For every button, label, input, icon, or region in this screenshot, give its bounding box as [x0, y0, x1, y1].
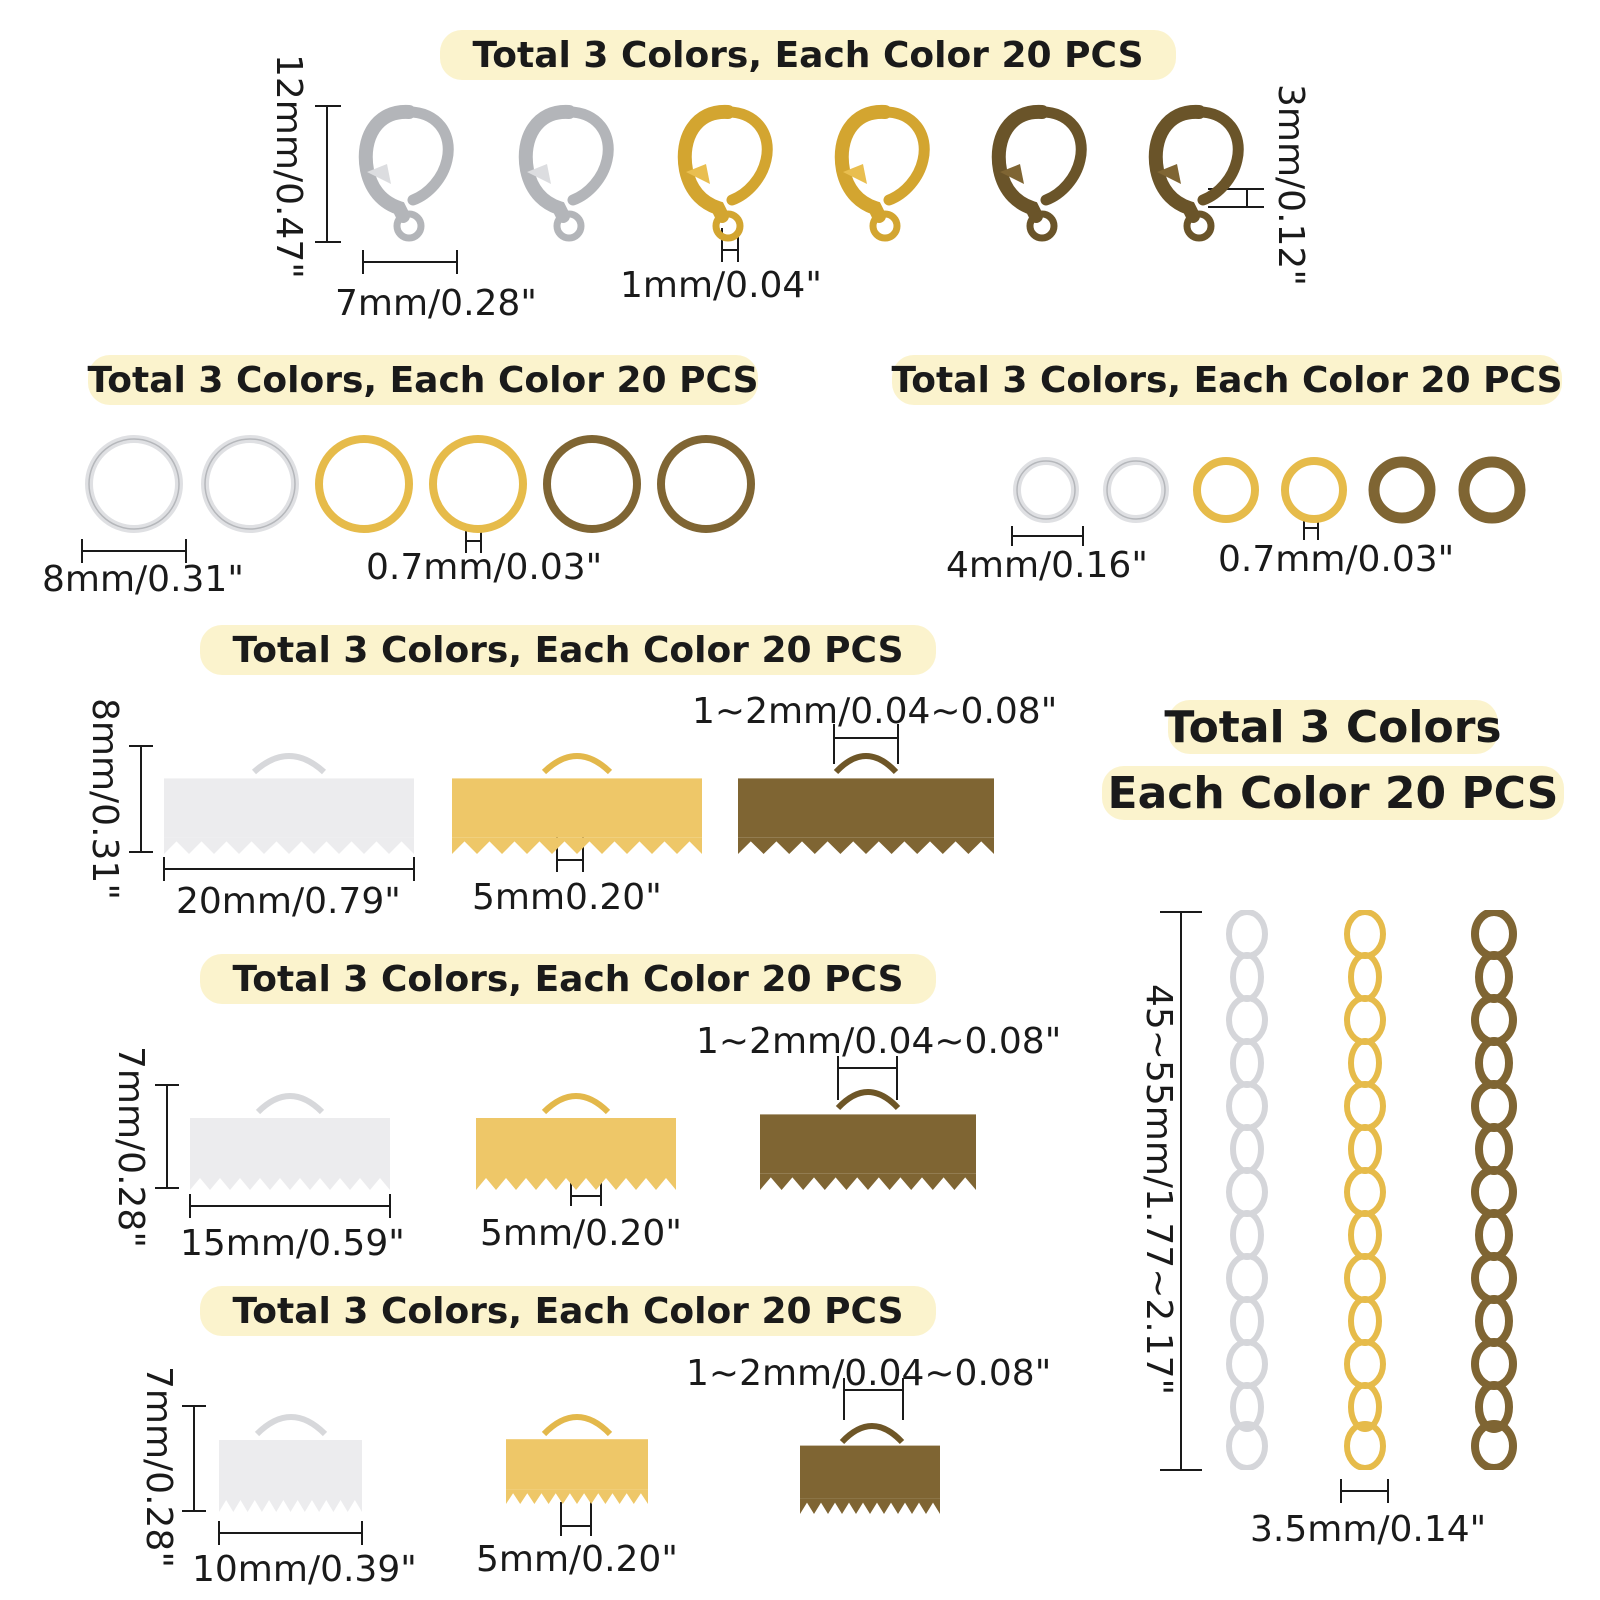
clasp-wire-label: 1mm/0.04"	[620, 265, 822, 306]
ribbon-20mm-width-label: 20mm/0.79"	[176, 881, 401, 922]
ribbon-15mm-loop-height-label: 5mm/0.20"	[480, 1213, 682, 1254]
clasp-length-label: 12mm/0.47"	[268, 54, 309, 279]
ribbon-15mm-height-label: 7mm/0.28"	[110, 1046, 151, 1248]
jump-ring-4mm-gold-1	[1193, 457, 1259, 523]
jump-ring-8mm-gold-1	[315, 435, 413, 533]
jump-rings-4mm-title: Total 3 Colors, Each Color 20 PCS	[892, 355, 1563, 405]
jump-rings-8mm-title: Total 3 Colors, Each Color 20 PCS	[88, 355, 759, 405]
lobster-clasp-silver-2	[517, 104, 617, 244]
jump-ring-4mm-silver-1	[1013, 457, 1079, 523]
ribbon-20mm-loop-height-label: 5mm0.20"	[472, 877, 662, 918]
ribbon-end-20mm-silver	[164, 753, 414, 854]
ribbon-15mm-loop-width-label: 1~2mm/0.04~0.08"	[696, 1021, 1062, 1062]
ring-4mm-thickness-label: 0.7mm/0.03"	[1218, 539, 1455, 580]
jump-ring-8mm-gold-2	[429, 435, 527, 533]
ribbon-end-10mm-bronze	[800, 1423, 940, 1514]
chains-title-line1: Total 3 Colors	[1164, 700, 1502, 754]
ribbon-end-20mm-bronze	[738, 753, 994, 854]
jump-ring-8mm-bronze-1	[543, 435, 641, 533]
ribbon-ends-10mm-title: Total 3 Colors, Each Color 20 PCS	[200, 1286, 936, 1336]
ring-4mm-diameter-label: 4mm/0.16"	[946, 545, 1148, 586]
clasp-width-label: 7mm/0.28"	[335, 283, 537, 324]
jump-ring-4mm-gold-2	[1281, 457, 1347, 523]
chain-width-label: 3.5mm/0.14"	[1250, 1509, 1487, 1550]
chain-bronze	[1471, 910, 1517, 1470]
lobster-clasp-gold-1	[676, 104, 776, 244]
ribbon-end-15mm-silver	[190, 1093, 390, 1190]
jump-ring-4mm-bronze-1	[1368, 456, 1436, 524]
ribbon-10mm-loop-width-label: 1~2mm/0.04~0.08"	[686, 1353, 1052, 1394]
clasp-loop-label: 3mm/0.12"	[1270, 84, 1311, 286]
lobster-clasp-bronze-2	[1147, 104, 1247, 244]
lobster-clasp-bronze-1	[990, 104, 1090, 244]
jump-ring-8mm-silver-2	[201, 435, 299, 533]
jump-ring-4mm-bronze-2	[1458, 456, 1526, 524]
ribbon-end-15mm-gold	[476, 1093, 676, 1190]
ring-8mm-thickness-label: 0.7mm/0.03"	[366, 547, 603, 588]
jump-ring-4mm-silver-2	[1103, 457, 1169, 523]
ring-8mm-diameter-label: 8mm/0.31"	[42, 559, 244, 600]
ribbon-end-10mm-silver	[219, 1414, 362, 1512]
ribbon-10mm-width-label: 10mm/0.39"	[192, 1549, 417, 1590]
chain-length-label: 45~55mm/1.77~2.17"	[1138, 984, 1179, 1396]
ribbon-end-10mm-gold	[506, 1414, 648, 1504]
ribbon-ends-20mm-title: Total 3 Colors, Each Color 20 PCS	[200, 625, 936, 675]
ribbon-20mm-height-label: 8mm/0.31"	[84, 698, 125, 900]
ribbon-15mm-width-label: 15mm/0.59"	[180, 1223, 405, 1264]
lobster-clasp-silver-1	[357, 104, 457, 244]
ribbon-10mm-loop-height-label: 5mm/0.20"	[476, 1539, 678, 1580]
chains-title-line2: Each Color 20 PCS	[1102, 766, 1564, 820]
jump-ring-8mm-bronze-2	[657, 435, 755, 533]
ribbon-10mm-height-label: 7mm/0.28"	[138, 1366, 179, 1568]
chain-gold	[1344, 910, 1386, 1470]
ribbon-end-20mm-gold	[452, 753, 702, 854]
chain-silver	[1226, 910, 1268, 1470]
jump-ring-8mm-silver-1	[85, 435, 183, 533]
ribbon-ends-15mm-title: Total 3 Colors, Each Color 20 PCS	[200, 954, 936, 1004]
lobster-clasps-title: Total 3 Colors, Each Color 20 PCS	[440, 30, 1176, 80]
ribbon-20mm-loop-width-label: 1~2mm/0.04~0.08"	[692, 691, 1058, 732]
ribbon-end-15mm-bronze	[760, 1089, 976, 1190]
lobster-clasp-gold-2	[833, 104, 933, 244]
